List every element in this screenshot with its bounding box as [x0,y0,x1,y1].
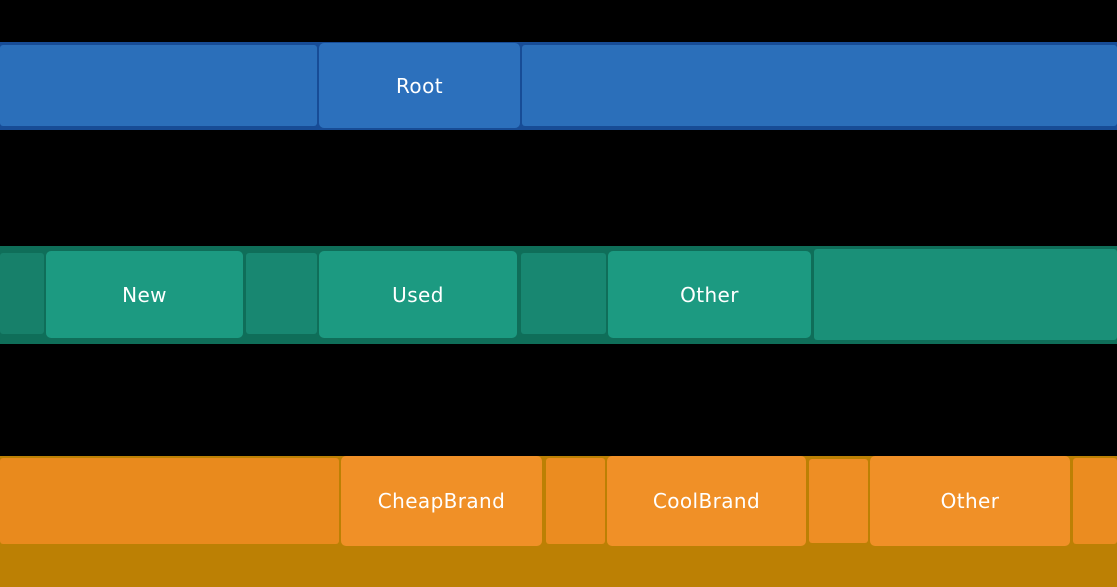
tile-label: New [122,282,167,307]
tile-other-level3[interactable]: Other [870,456,1070,546]
tile-label: Root [396,73,443,98]
tile-label: Other [940,489,1000,513]
tile-used-level2[interactable]: Used [319,251,517,338]
tile-label: Used [392,282,444,307]
tile-unlabeled-level2-6[interactable] [814,249,1117,340]
tile-new-level2[interactable]: New [46,251,243,338]
tile-unlabeled-level3-4[interactable] [809,459,868,543]
tile-root-level1[interactable]: Root [319,43,520,128]
tile-unlabeled-level2-0[interactable] [0,253,44,334]
tile-label: CoolBrand [652,489,761,513]
tile-unlabeled-level1-2[interactable] [522,45,1117,126]
tile-coolbrand-level3[interactable]: CoolBrand [607,456,806,546]
tile-cheapbrand-level3[interactable]: CheapBrand [341,456,542,546]
tile-label: CheapBrand [377,489,506,513]
tile-unlabeled-level3-6[interactable] [1073,458,1117,544]
tile-unlabeled-level2-2[interactable] [246,253,317,334]
tile-unlabeled-level2-4[interactable] [521,253,606,334]
tile-other-level2[interactable]: Other [608,251,811,338]
tile-unlabeled-level1-0[interactable] [0,45,317,126]
tile-label: Other [680,282,739,307]
tile-unlabeled-level3-0[interactable] [0,458,339,544]
tile-unlabeled-level3-2[interactable] [546,458,605,544]
